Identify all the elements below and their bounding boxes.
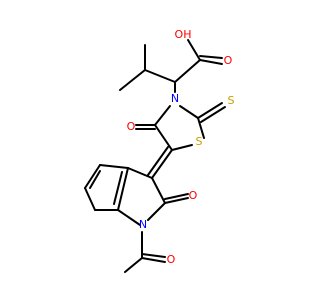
bond-cs-1 [197, 102, 223, 119]
bond-n-c2 [179, 105, 199, 119]
acid-o-label: O [224, 54, 233, 67]
acid-oh-label: OH [175, 28, 192, 41]
carbonyl-o-label: O [127, 120, 136, 133]
ring-s-label: S [196, 135, 203, 148]
bond-co-2 [199, 55, 223, 59]
indole-n-label: N [139, 218, 147, 231]
acetyl-o-label: O [167, 253, 176, 266]
bond-s1-c2 [197, 117, 205, 139]
bond-c3a-c4 [99, 164, 129, 169]
bond-n1-c7a [117, 209, 141, 226]
bond-arom-inner-1 [113, 171, 123, 205]
bond-c2-o-2 [164, 193, 189, 200]
bond-isopropyl-alpha [144, 69, 176, 83]
bond-exocyclic-2 [147, 146, 169, 176]
bond-exocyclic-1 [151, 149, 173, 179]
bond-c-oh [187, 39, 201, 61]
thione-s-label: S [228, 94, 235, 107]
lactam-o-label: O [189, 189, 198, 202]
bond-c4-c5b [84, 164, 101, 189]
bond-c3-c2 [151, 177, 166, 204]
bond-c2-o-1 [164, 197, 189, 204]
bond-alpha-carboxyl [174, 59, 201, 83]
bond-c2-n1 [147, 202, 166, 221]
ring-n-label: N [171, 92, 179, 105]
structure-canvas: OH O N O S S O N O [0, 0, 300, 300]
bond-c5b-c6 [84, 187, 96, 211]
bond-c7a-c3a [117, 167, 129, 211]
bond-acetyl-methyl [124, 257, 143, 273]
bond-c4-c5 [154, 124, 173, 151]
bond-layer [84, 39, 226, 273]
bond-acetyl-o-1 [141, 257, 166, 263]
bond-methyl-1 [119, 69, 146, 91]
bond-co-1 [199, 59, 223, 65]
bond-c3-c3a [127, 167, 153, 179]
bond-cs-2 [200, 106, 226, 123]
bond-acetyl-o-2 [141, 253, 166, 258]
bond-arom-inner-2 [89, 170, 101, 189]
atom-label-layer: OH O N O S S O N O [127, 28, 235, 266]
molecule-diagram: OH O N O S S O N O [0, 0, 300, 300]
background [0, 0, 300, 300]
bond-c5-s1 [171, 144, 193, 151]
bond-n-c4 [154, 105, 171, 126]
